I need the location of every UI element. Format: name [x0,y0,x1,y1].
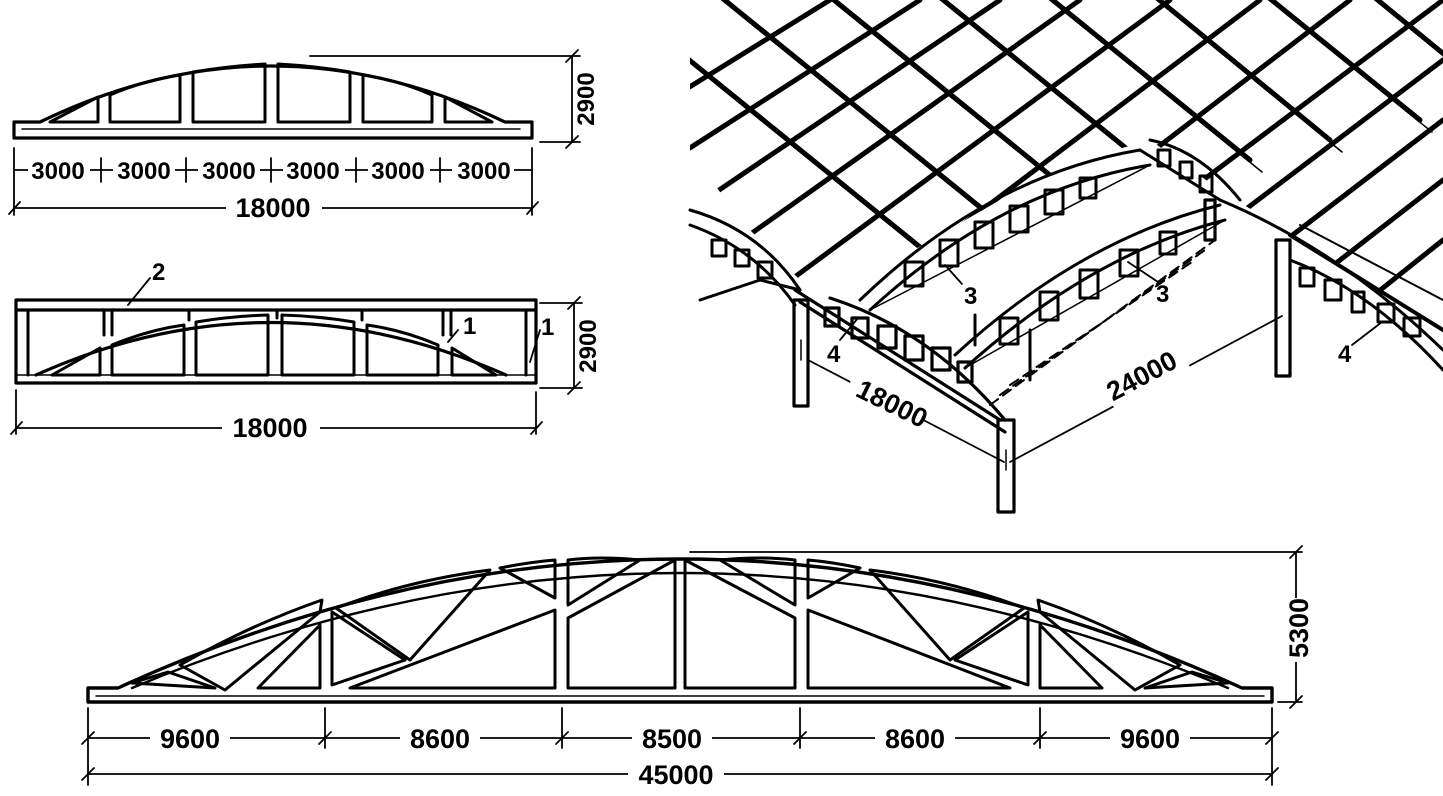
truss-b-callout-leaders [127,277,541,363]
roof-columns [792,198,1292,514]
truss-b-openings [50,313,498,377]
truss-c: 5300 9600 8600 8500 8600 [81,545,1314,790]
truss-a-panel-dim-line [13,147,533,216]
roof-dashed-ties [989,239,1216,406]
roof-isometric: 18000 24000 3 3 4 4 [688,0,1443,514]
front-truss-18000 [793,288,1007,434]
truss-c-panel-3: 8500 [642,724,702,754]
truss-a-panel-2: 3000 [117,158,170,185]
truss-b: 2 1 1 2900 18000 [10,259,602,443]
inner-truss-3-right [953,203,1227,382]
truss-c-span-label: 45000 [638,760,713,790]
truss-b-posts [26,308,528,377]
truss-a-panel-6: 3000 [457,158,510,185]
roof-span-24000: 24000 [1102,345,1182,407]
truss-b-height-dim [539,296,583,395]
callout-3-right: 3 [1156,281,1169,308]
callout-2: 2 [152,259,165,286]
rear-truss [1138,138,1242,202]
callout-3-left: 3 [964,283,977,310]
edge-truss-right [1218,198,1443,372]
callout-4-right: 4 [1338,341,1352,368]
roof-span-18000: 18000 [852,374,933,434]
truss-c-openings [130,556,1230,692]
truss-c-panel-2: 8600 [410,724,470,754]
edge-truss-left [688,208,802,307]
truss-c-height-label: 5300 [1284,598,1314,658]
callout-1-inner: 1 [463,313,476,340]
truss-a-panel-4: 3000 [286,158,339,185]
truss-a: 2900 3000 3000 3000 3000 3000 3000 [8,49,600,223]
truss-c-panel-5: 9600 [1120,724,1180,754]
truss-a-height-dim [309,49,581,149]
truss-c-panel-4: 8600 [885,724,945,754]
truss-c-panel-labels: 9600 8600 8500 8600 9600 [150,722,1190,754]
truss-c-panel-1: 9600 [160,724,220,754]
callout-1-outer: 1 [541,314,554,341]
truss-a-panel-3: 3000 [202,158,255,185]
truss-a-panel-labels: 3000 3000 3000 3000 3000 3000 [28,157,514,185]
truss-a-height-label: 2900 [573,72,600,125]
truss-a-openings [48,62,494,124]
truss-a-panel-5: 3000 [371,158,424,185]
roof-callout-leaders [839,261,1383,346]
truss-b-span-label: 18000 [232,413,307,443]
truss-a-span-label: 18000 [235,193,310,223]
inner-truss-3-left [858,148,1152,312]
truss-a-panel-1: 3000 [31,158,84,185]
callout-4-left: 4 [827,341,841,368]
truss-b-height-label: 2900 [575,319,602,372]
